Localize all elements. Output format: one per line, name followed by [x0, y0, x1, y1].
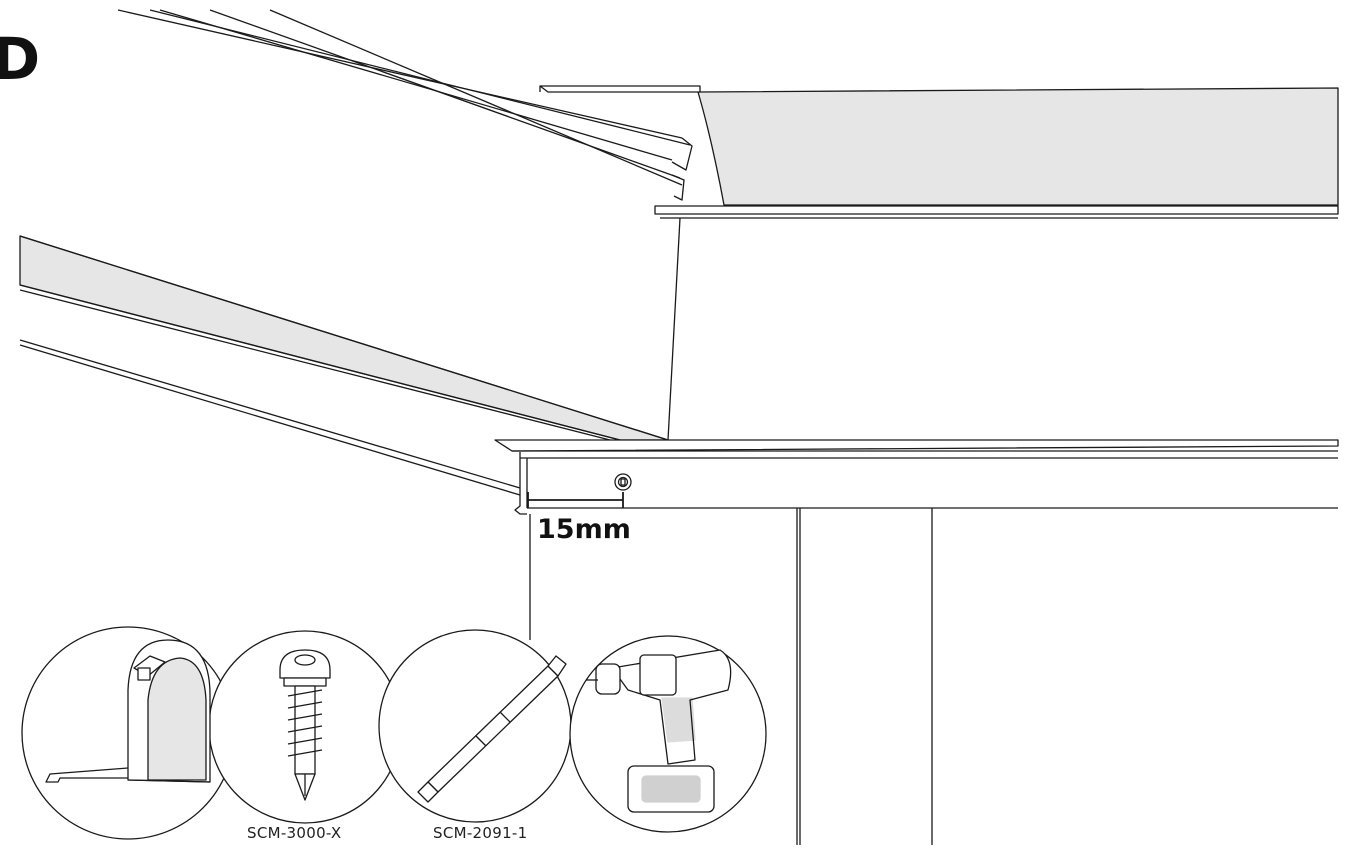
driver-bit-icon	[417, 655, 567, 803]
screw-position	[614, 473, 632, 491]
bit-part-code: SCM-2091-1	[433, 824, 528, 842]
dimension-label: 15mm	[537, 514, 631, 545]
cordless-drill-icon	[586, 649, 732, 813]
post-frame	[529, 508, 933, 845]
tool-circle-bit	[378, 629, 572, 823]
screw-part-code: SCM-3000-X	[247, 824, 342, 842]
tape-measure-icon	[45, 639, 211, 783]
dimension-line	[527, 492, 624, 508]
upper-roof-rail	[117, 9, 693, 201]
step-label: D	[0, 25, 41, 93]
top-gutter	[539, 85, 1339, 441]
main-rafter	[19, 235, 669, 496]
header-beam	[494, 439, 1339, 515]
screw-icon	[279, 649, 331, 801]
